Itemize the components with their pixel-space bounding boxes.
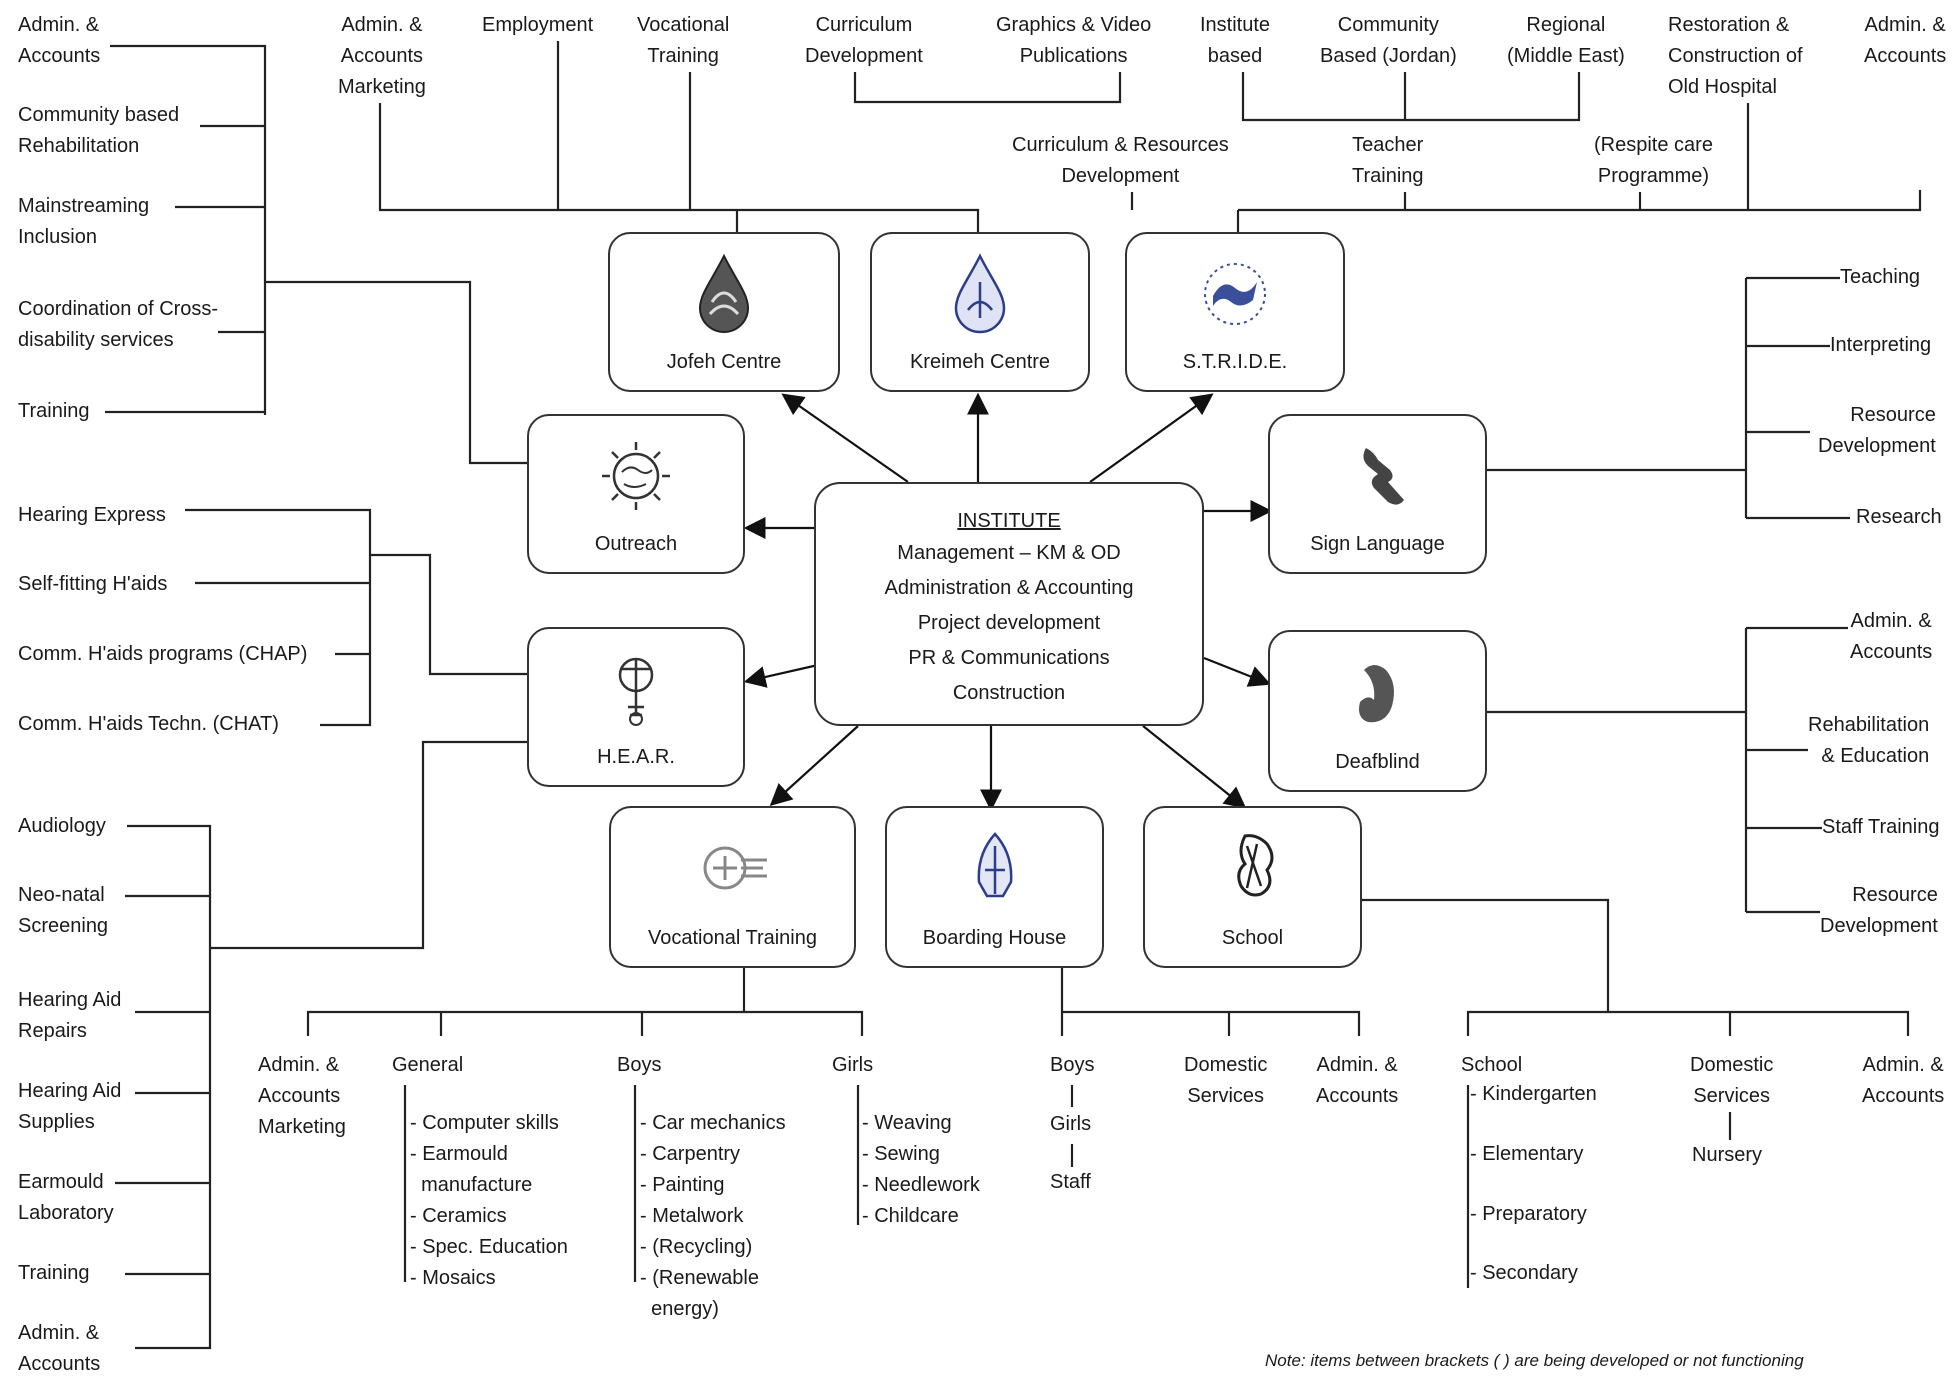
hear-item-earmould: Earmould Laboratory — [18, 1167, 114, 1229]
top-vocational-label: Vocational Training — [637, 10, 730, 72]
sign-item-teaching: Teaching — [1840, 262, 1921, 293]
vocational-training-label: Vocational Training — [647, 927, 817, 949]
school-item-elementary: - Elementary — [1470, 1139, 1584, 1170]
outreach-item-mainstreaming: Mainstreaming Inclusion — [18, 191, 150, 253]
hear-item-supplies: Hearing Aid Supplies — [18, 1076, 122, 1138]
hear-box[interactable]: H.E.A.R. — [527, 627, 745, 787]
sign-language-label: Sign Language — [1310, 533, 1445, 555]
stride-logo-icon — [1204, 263, 1266, 325]
praying-hands-icon — [977, 832, 1012, 898]
gear-circuit-icon — [703, 846, 767, 890]
respite-care-label: (Respite care Programme) — [1594, 130, 1713, 192]
institute-title: INSTITUTE — [957, 510, 1061, 532]
hear-item-express: Hearing Express — [18, 500, 166, 531]
institute-line-pr: PR & Communications — [908, 647, 1110, 669]
deafblind-box[interactable]: Deafblind — [1268, 630, 1487, 792]
sign-item-research: Research — [1856, 502, 1942, 533]
school-item-admin: Admin. & Accounts — [1862, 1050, 1945, 1112]
institute-line-administration: Administration & Accounting — [884, 577, 1134, 599]
top-employment-label: Employment — [482, 10, 594, 41]
vocational-item-general: General — [392, 1050, 464, 1081]
school-item-school: School — [1461, 1050, 1523, 1081]
hear-item-training: Training — [18, 1258, 90, 1289]
flame-drop-icon — [698, 253, 750, 333]
hear-item-neonatal: Neo-natal Screening — [18, 880, 109, 942]
hear-item-repairs: Hearing Aid Repairs — [18, 985, 122, 1047]
hear-item-admin: Admin. & Accounts — [18, 1318, 101, 1380]
vocational-general-list: - Computer skills - Earmould manufacture… — [410, 1108, 568, 1294]
vocational-item-boys: Boys — [617, 1050, 662, 1081]
sign-item-interpreting: Interpreting — [1830, 330, 1932, 361]
outreach-label: Outreach — [594, 533, 678, 555]
globe-sun-icon — [602, 442, 670, 510]
stride-box[interactable]: S.T.R.I.D.E. — [1125, 232, 1345, 392]
outreach-item-admin: Admin. & Accounts — [18, 10, 101, 72]
institute-box[interactable]: INSTITUTE Management – KM & OD Administr… — [814, 482, 1204, 726]
outreach-item-coordination: Coordination of Cross- disability servic… — [18, 294, 219, 356]
school-box[interactable]: School — [1143, 806, 1362, 968]
boarding-house-label: Boarding House — [922, 927, 1067, 949]
top-restoration-label: Restoration & Construction of Old Hospit… — [1668, 10, 1803, 103]
school-hand-icon — [1236, 834, 1273, 897]
vocational-girls-list: - Weaving - Sewing - Needlework - Childc… — [862, 1108, 980, 1232]
boarding-house-box[interactable]: Boarding House — [885, 806, 1104, 968]
jofeh-centre-label: Jofeh Centre — [666, 351, 782, 373]
boarding-item-admin: Admin. & Accounts — [1316, 1050, 1399, 1112]
school-item-domestic: Domestic Services — [1690, 1050, 1774, 1112]
institute-line-management: Management – KM & OD — [897, 542, 1121, 564]
kreimeh-centre-box[interactable]: Kreimeh Centre — [870, 232, 1090, 392]
top-institute-based-label: Institute based — [1200, 10, 1271, 72]
boarding-item-girls: Girls — [1050, 1109, 1092, 1140]
vocational-item-admin: Admin. & Accounts Marketing — [258, 1050, 346, 1143]
top-regional-label: Regional (Middle East) — [1507, 10, 1625, 72]
school-item-secondary: - Secondary — [1470, 1258, 1578, 1289]
outreach-item-training: Training — [18, 396, 90, 427]
deafblind-item-rehab: Rehabilitation & Education — [1808, 710, 1930, 772]
deafblind-label: Deafblind — [1335, 751, 1420, 773]
deafblind-item-staff: Staff Training — [1822, 812, 1940, 843]
top-community-based-label: Community Based (Jordan) — [1320, 10, 1457, 72]
boarding-item-domestic: Domestic Services — [1184, 1050, 1268, 1112]
institute-line-project: Project development — [917, 612, 1101, 634]
top-curriculum-label: Curriculum Development — [805, 10, 923, 72]
outreach-item-cbr: Community based Rehabilitation — [18, 100, 180, 162]
jofeh-centre-box[interactable]: Jofeh Centre — [608, 232, 840, 392]
hear-label: H.E.A.R. — [597, 746, 675, 768]
school-label: School — [1221, 927, 1284, 949]
deafblind-item-admin: Admin. & Accounts — [1850, 606, 1933, 668]
kreimeh-centre-label: Kreimeh Centre — [909, 351, 1051, 373]
footnote: Note: items between brackets ( ) are bei… — [1265, 1351, 1804, 1370]
hear-item-chat: Comm. H'aids Techn. (CHAT) — [18, 709, 279, 740]
top-admin-right-label: Admin. & Accounts — [1864, 10, 1947, 72]
vocational-boys-list: - Car mechanics - Carpentry - Painting -… — [640, 1108, 786, 1325]
deafblind-item-resource: Resource Development — [1820, 880, 1938, 942]
school-item-kindergarten: - Kindergarten — [1470, 1079, 1597, 1110]
vocational-item-girls: Girls — [832, 1050, 874, 1081]
institute-line-construction: Construction — [952, 682, 1066, 704]
school-item-nursery: Nursery — [1692, 1140, 1763, 1171]
vocational-training-box[interactable]: Vocational Training — [609, 806, 856, 968]
curriculum-resources-label: Curriculum & Resources Development — [1012, 130, 1229, 192]
signing-hands-icon — [1362, 448, 1404, 505]
touching-hands-icon — [1358, 665, 1394, 723]
hear-item-selffitting: Self-fitting H'aids — [18, 569, 168, 600]
hear-emblem-icon — [618, 657, 654, 726]
boarding-item-boys: Boys — [1050, 1050, 1095, 1081]
stride-label: S.T.R.I.D.E. — [1182, 351, 1288, 373]
hear-item-chap: Comm. H'aids programs (CHAP) — [18, 639, 308, 670]
outreach-box[interactable]: Outreach — [527, 414, 745, 574]
sign-language-box[interactable]: Sign Language — [1268, 414, 1487, 574]
top-graphics-label: Graphics & Video Publications — [996, 10, 1152, 72]
teacher-training-label: Teacher Training — [1352, 130, 1424, 192]
school-item-preparatory: - Preparatory — [1470, 1199, 1587, 1230]
boarding-item-staff: Staff — [1050, 1167, 1091, 1198]
water-drop-icon — [954, 253, 1006, 334]
sign-item-resource: Resource Development — [1818, 400, 1936, 462]
hear-item-audiology: Audiology — [18, 811, 106, 842]
top-admin-marketing-label: Admin. & Accounts Marketing — [338, 10, 426, 103]
